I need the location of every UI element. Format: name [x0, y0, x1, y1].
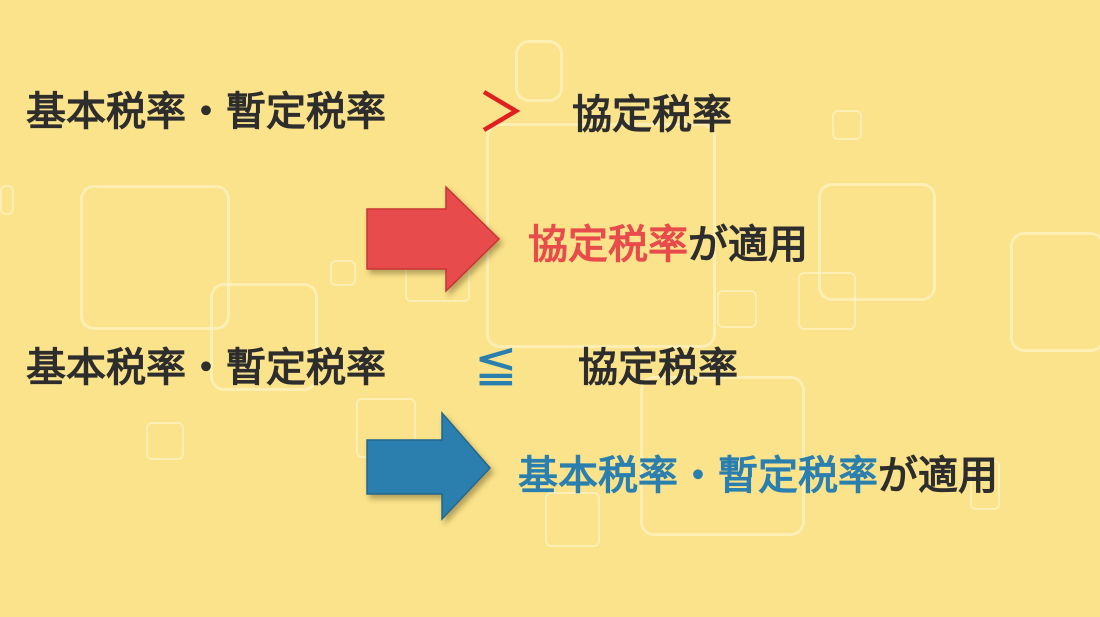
decorative-square: [0, 185, 14, 215]
right-arrow-icon: [366, 185, 501, 293]
row1-result: 協定税率が適用: [528, 225, 808, 265]
row2-left-label: 基本税率・暫定税率: [26, 345, 386, 391]
row1-result-suffix: が適用: [688, 222, 808, 268]
decorative-square: [146, 422, 184, 460]
decorative-square: [818, 183, 936, 301]
decorative-square: [798, 272, 856, 330]
row1-right-label: 協定税率: [572, 92, 732, 138]
row1-left-label: 基本税率・暫定税率: [26, 89, 386, 135]
right-arrow-icon: [366, 411, 492, 521]
less-equal-operator: ≦: [474, 334, 518, 394]
row2-result-suffix: が適用: [878, 453, 998, 499]
decorative-square: [717, 290, 757, 328]
decorative-square: [80, 185, 230, 330]
row2-result: 基本税率・暫定税率が適用: [518, 456, 998, 496]
greater-than-icon: [482, 90, 521, 132]
decorative-square: [330, 260, 356, 286]
row2-right-label: 協定税率: [578, 345, 738, 391]
decorative-square: [515, 40, 563, 102]
row1-result-highlight: 協定税率: [528, 222, 688, 268]
decorative-square: [970, 460, 1000, 510]
row2-result-highlight: 基本税率・暫定税率: [518, 453, 878, 499]
decorative-square: [210, 283, 318, 391]
decorative-square: [832, 110, 862, 140]
decorative-square: [1010, 232, 1100, 352]
decorative-square: [640, 376, 805, 536]
decorative-square: [545, 492, 600, 547]
